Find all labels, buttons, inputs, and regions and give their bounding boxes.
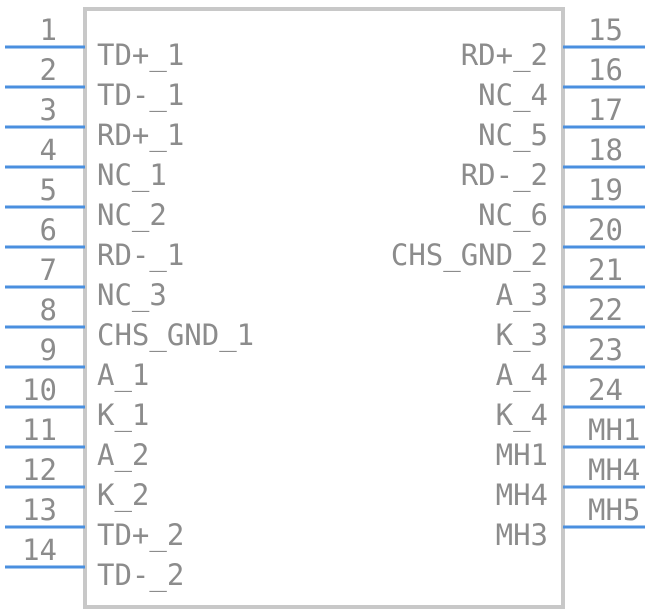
pin-12-number: 12 bbox=[22, 453, 57, 487]
pin-22-number: 22 bbox=[588, 293, 623, 327]
pin-23-number: 23 bbox=[588, 333, 623, 367]
pin-18-name: RD-_2 bbox=[461, 158, 548, 193]
pin-22-name: K_3 bbox=[496, 318, 548, 353]
pin-2-name: TD-_1 bbox=[97, 78, 184, 113]
component-body bbox=[83, 7, 565, 609]
pin-5-name: NC_2 bbox=[97, 198, 167, 233]
pin-20-name: CHS_GND_2 bbox=[391, 238, 548, 273]
pin-23-name: A_4 bbox=[496, 358, 548, 393]
pin-MH1-name: MH1 bbox=[496, 438, 548, 472]
pin-10-number: 10 bbox=[22, 373, 57, 407]
pin-MH1-number: MH1 bbox=[588, 413, 640, 447]
pin-8-name: CHS_GND_1 bbox=[97, 318, 254, 353]
pin-1-number: 1 bbox=[40, 13, 57, 47]
pin-1-name: TD+_1 bbox=[97, 38, 184, 73]
pin-2-number: 2 bbox=[40, 53, 57, 87]
pin-24-name: K_4 bbox=[496, 398, 548, 433]
pin-6-number: 6 bbox=[40, 213, 57, 247]
pin-MH4-name: MH4 bbox=[496, 478, 548, 512]
pin-3-name: RD+_1 bbox=[97, 118, 184, 153]
pin-MH5-name: MH3 bbox=[496, 518, 548, 552]
pin-11-name: A_2 bbox=[97, 438, 149, 473]
pin-6-name: RD-_1 bbox=[97, 238, 184, 273]
pin-17-number: 17 bbox=[588, 93, 623, 127]
pin-5-number: 5 bbox=[40, 173, 57, 207]
pin-21-name: A_3 bbox=[496, 278, 548, 313]
pin-19-number: 19 bbox=[588, 173, 623, 207]
pin-14-name: TD-_2 bbox=[97, 558, 184, 593]
pin-10-name: K_1 bbox=[97, 398, 149, 433]
left-pin-group: 1TD+_1 2TD-_1 3RD+_1 4NC_1 5NC_2 6RD-_1 7NC_3 8… bbox=[5, 13, 254, 593]
pin-19-name: NC_6 bbox=[478, 198, 548, 233]
pin-3-number: 3 bbox=[40, 93, 57, 127]
pin-20-number: 20 bbox=[588, 213, 623, 247]
pin-9-number: 9 bbox=[40, 333, 57, 367]
pin-16-number: 16 bbox=[588, 53, 623, 87]
pin-17-name: NC_5 bbox=[478, 118, 548, 153]
pin-24-number: 24 bbox=[588, 373, 623, 407]
pin-8-number: 8 bbox=[40, 293, 57, 327]
pin-15-number: 15 bbox=[588, 13, 623, 47]
pin-21-number: 21 bbox=[588, 253, 623, 287]
pin-4-number: 4 bbox=[40, 133, 57, 167]
pin-13-name: TD+_2 bbox=[97, 518, 184, 553]
pin-18-number: 18 bbox=[588, 133, 623, 167]
pin-12-name: K_2 bbox=[97, 478, 149, 513]
pin-15-name: RD+_2 bbox=[461, 38, 548, 73]
pin-7-number: 7 bbox=[40, 253, 57, 287]
pin-9-name: A_1 bbox=[97, 358, 149, 393]
pin-4-name: NC_1 bbox=[97, 158, 167, 193]
pin-11-number: 11 bbox=[22, 413, 57, 447]
pin-MH4-number: MH4 bbox=[588, 453, 640, 487]
pin-MH5-number: MH5 bbox=[588, 493, 640, 527]
pin-14-number: 14 bbox=[22, 533, 57, 567]
pin-13-number: 13 bbox=[22, 493, 57, 527]
pin-7-name: NC_3 bbox=[97, 278, 167, 313]
pin-16-name: NC_4 bbox=[478, 78, 548, 113]
